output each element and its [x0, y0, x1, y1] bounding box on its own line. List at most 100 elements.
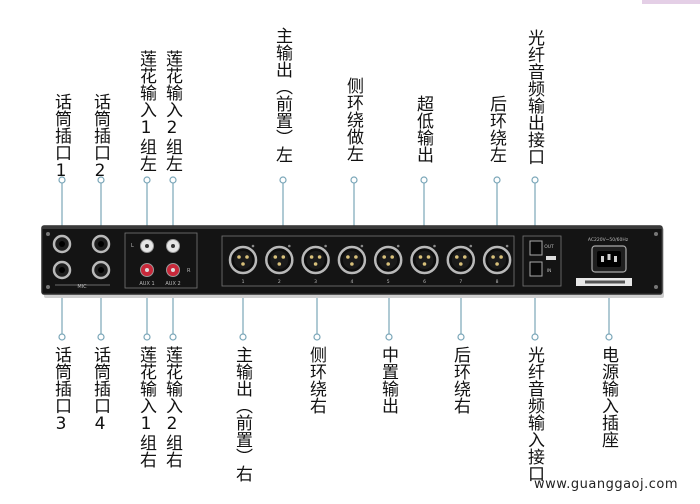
mic-jack-3-hole — [59, 267, 65, 273]
leader-dot-mic2 — [97, 176, 105, 184]
label-rear-surround-left: 后环绕左 — [486, 95, 506, 163]
label-main-output-right: 主输出（前置）右 — [232, 346, 252, 482]
leader-dot-rca2-right — [169, 333, 177, 341]
xlr-output-5-latch — [396, 244, 400, 248]
xlr-output-8-latch — [505, 244, 509, 248]
power-warning-text-strip — [585, 280, 625, 284]
leader-dot-rear-left — [493, 176, 501, 184]
xlr-output-2-pin-1 — [273, 255, 278, 259]
optical-frame — [522, 235, 562, 287]
xlr-output-3-pin-3 — [313, 262, 318, 266]
rca1-left-pin — [145, 244, 149, 248]
xlr-output-4-pin-1 — [346, 255, 350, 259]
optical-in-port — [529, 261, 543, 277]
xlr-output-7-face — [451, 251, 470, 269]
xlr-output-8-number: 8 — [496, 279, 499, 285]
power-pin-center — [607, 254, 611, 260]
power-rating-label: AC220V~50/60Hz — [588, 237, 629, 243]
optical-in-label: IN — [547, 268, 552, 274]
xlr-output-1-pin-3 — [241, 262, 245, 266]
xlr-output-6-latch — [433, 244, 436, 248]
screw-right-bottom — [654, 285, 658, 289]
label-main-output-left: 主输出（前置）左 — [272, 27, 292, 163]
xlr-output-7-number: 7 — [459, 279, 462, 285]
label-mic-jack-2: 话筒插口2 — [90, 93, 110, 181]
leader-dot-mic4 — [97, 333, 105, 341]
mic-jack-4-hole — [98, 267, 104, 273]
rca2-right-pin — [171, 268, 175, 272]
leader-dot-mic1 — [58, 176, 66, 184]
label-side-surround-right: 侧环绕右 — [306, 346, 326, 414]
rca-jacks: L R AUX 1 AUX 2 — [124, 232, 198, 289]
panel-top-edge — [42, 226, 662, 229]
mic-jacks: MIC — [52, 234, 111, 290]
rca2-left-pin — [171, 244, 175, 248]
rca-right-channel-marker: R — [187, 268, 191, 274]
xlr-output-6-pin-1 — [418, 255, 423, 259]
leader-dot-main-left — [279, 176, 287, 184]
label-side-surround-left: 侧环绕做左 — [343, 77, 363, 162]
xlr-output-3-face — [306, 251, 325, 269]
xlr-output-6-pin-3 — [422, 262, 427, 266]
xlr-output-5-pin-3 — [386, 262, 391, 266]
label-rca1-right: 莲花输入1组右 — [136, 346, 156, 468]
aux2-label: AUX 2 — [165, 281, 180, 287]
xlr-output-5-number: 5 — [387, 279, 390, 285]
xlr-output-5-pin-2 — [390, 255, 395, 259]
label-rear-surround-right: 后环绕右 — [450, 346, 470, 414]
xlr-output-2-pin-3 — [277, 262, 282, 266]
xlr-output-3-pin-1 — [309, 255, 314, 259]
xlr-output-1-face — [234, 251, 252, 269]
aux1-label: AUX 1 — [139, 281, 154, 287]
power-pin-right — [614, 256, 617, 262]
power-inlet: AC220V~50/60Hz — [576, 237, 632, 286]
mic-jack-1-hole — [59, 241, 65, 247]
xlr-output-4-number: 4 — [350, 279, 353, 285]
xlr-output-2-number: 2 — [278, 279, 281, 285]
xlr-output-1-pin-2 — [245, 255, 249, 259]
xlr-output-5-face — [379, 251, 398, 269]
xlr-output-2-pin-2 — [281, 255, 286, 259]
xlr-output-6-face — [415, 251, 434, 269]
leader-dot-main-right — [239, 333, 247, 341]
optical-out-label: OUT — [544, 244, 554, 250]
xlr-output-2-face — [270, 251, 289, 269]
xlr-output-7-pin-2 — [463, 255, 467, 259]
xlr-output-frame — [221, 235, 515, 287]
leader-dot-rear-right — [457, 333, 465, 341]
label-mic-jack-3: 话筒插口3 — [51, 346, 71, 434]
label-mic-jack-1: 话筒插口1 — [51, 93, 71, 181]
rca-group-frame — [124, 232, 198, 289]
xlr-output-4-pin-3 — [350, 262, 354, 266]
leader-dot-rca2-left — [169, 176, 177, 184]
xlr-output-7-pin-1 — [455, 255, 459, 259]
label-optical-input: 光纤音频输入接口 — [524, 346, 544, 482]
screw-right-top — [654, 232, 658, 236]
screw-left-top — [46, 232, 50, 236]
xlr-output-6-pin-2 — [426, 255, 431, 259]
leader-dot-optical-in — [531, 333, 539, 341]
mic-group-label: MIC — [77, 284, 87, 290]
corner-tab — [642, 0, 700, 4]
label-rca2-right: 莲花输入2组右 — [162, 346, 182, 468]
xlr-output-7-pin-3 — [459, 262, 463, 266]
xlr-output-1-pin-1 — [237, 255, 241, 259]
xlr-output-8-pin-3 — [495, 262, 499, 266]
leader-dot-rca1-left — [143, 176, 151, 184]
label-rca2-left: 莲花输入2组左 — [162, 50, 182, 172]
label-optical-output: 光纤音频输出接口 — [524, 29, 544, 165]
leader-dot-mic3 — [58, 333, 66, 341]
optical-ports: OUT IN — [522, 235, 562, 287]
label-subwoofer-output: 超低输出 — [413, 95, 433, 163]
xlr-output-8-pin-1 — [491, 255, 495, 259]
leader-dot-power — [605, 333, 613, 341]
leader-dot-surround-right — [313, 333, 321, 341]
optical-out-port — [529, 240, 543, 256]
leader-dot-center — [385, 333, 393, 341]
xlr-output-6-number: 6 — [423, 279, 426, 285]
label-rca1-left: 莲花输入1组左 — [136, 50, 156, 172]
leader-dot-subwoofer — [420, 176, 428, 184]
